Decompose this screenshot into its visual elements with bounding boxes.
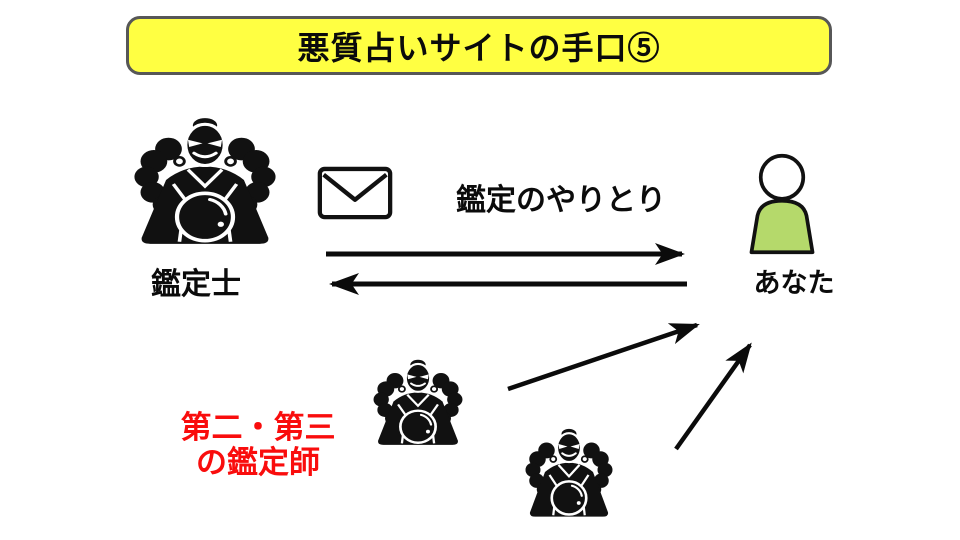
title-banner: 悪質占いサイトの手口⑤ [126, 16, 832, 75]
exchange-label: 鑑定のやりとり [456, 184, 666, 217]
second-appraisers-line2: の鑑定師 [196, 445, 320, 480]
arrow-second-appraiser-icon [507, 322, 700, 392]
you-label: あなた [753, 268, 835, 298]
second-appraisers-label: 第二・第三 の鑑定師 [175, 410, 341, 480]
page-title: 悪質占いサイトの手口⑤ [297, 29, 661, 66]
arrow-third-appraiser-icon [674, 342, 752, 451]
appraiser-label: 鑑定士 [151, 268, 241, 301]
second-appraisers-line1: 第二・第三 [180, 410, 336, 445]
